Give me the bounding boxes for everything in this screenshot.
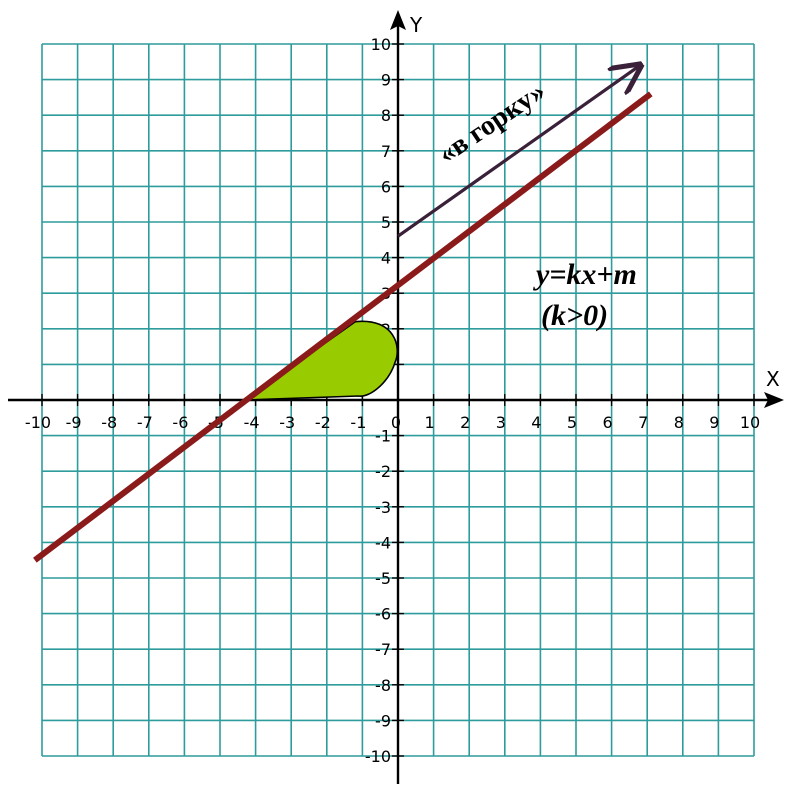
- x-tick-label: -2: [315, 413, 331, 432]
- y-tick-label: -8: [375, 676, 391, 695]
- y-tick-label: 9: [381, 71, 391, 90]
- angle-marker: [242, 320, 399, 401]
- x-tick-label: 10: [740, 413, 760, 432]
- angle-marker-layer: [242, 320, 399, 401]
- y-tick-label: -9: [375, 711, 391, 730]
- x-tick-label: 7: [638, 413, 648, 432]
- x-tick-label: 5: [567, 413, 577, 432]
- y-tick-label: 6: [381, 177, 391, 196]
- x-tick-label: 6: [603, 413, 613, 432]
- series-layer: [33, 91, 653, 563]
- y-tick-label: -2: [375, 462, 391, 481]
- uphill-arrow: [397, 65, 640, 238]
- x-tick-label: 4: [531, 413, 541, 432]
- y-tick-label: 4: [381, 249, 391, 268]
- x-tick-label: -9: [66, 413, 82, 432]
- y-tick-label: -1: [375, 427, 391, 446]
- y-axis-label: Y: [409, 13, 423, 37]
- y-tick-label: -10: [365, 747, 391, 766]
- x-tick-label: 1: [425, 413, 435, 432]
- x-tick-label: -8: [101, 413, 117, 432]
- uphill-arrow-layer: [397, 65, 640, 238]
- y-tick-label: 7: [381, 142, 391, 161]
- y-tick-label: -6: [375, 605, 391, 624]
- x-tick-label: 3: [496, 413, 506, 432]
- x-axis-label: X: [766, 367, 780, 391]
- x-tick-label: -4: [244, 413, 260, 432]
- axes: [8, 10, 784, 784]
- x-tick-label: 0: [391, 413, 401, 432]
- y-tick-label: -3: [375, 498, 391, 517]
- x-tick-label: -10: [25, 413, 51, 432]
- x-tick-label: 2: [460, 413, 470, 432]
- y-axis-arrowhead: [390, 10, 406, 30]
- y-tick-label: -5: [375, 569, 391, 588]
- x-tick-label: -6: [172, 413, 188, 432]
- x-tick-label: 8: [674, 413, 684, 432]
- uphill-label: «в горку»: [433, 76, 552, 170]
- x-tick-label: -7: [137, 413, 153, 432]
- y-tick-label: 8: [381, 106, 391, 125]
- y-tick-label: 10: [371, 35, 391, 54]
- formula-line-2: (k>0): [541, 299, 608, 332]
- x-tick-label: -1: [350, 413, 366, 432]
- series-line: [33, 91, 653, 563]
- x-tick-label: -3: [279, 413, 295, 432]
- x-tick-label: 9: [709, 413, 719, 432]
- y-tick-label: 5: [381, 213, 391, 232]
- y-tick-label: -4: [375, 533, 391, 552]
- x-axis-arrowhead: [764, 392, 784, 408]
- formula-line-1: y=kx+m: [533, 258, 637, 291]
- y-tick-label: -7: [375, 640, 391, 659]
